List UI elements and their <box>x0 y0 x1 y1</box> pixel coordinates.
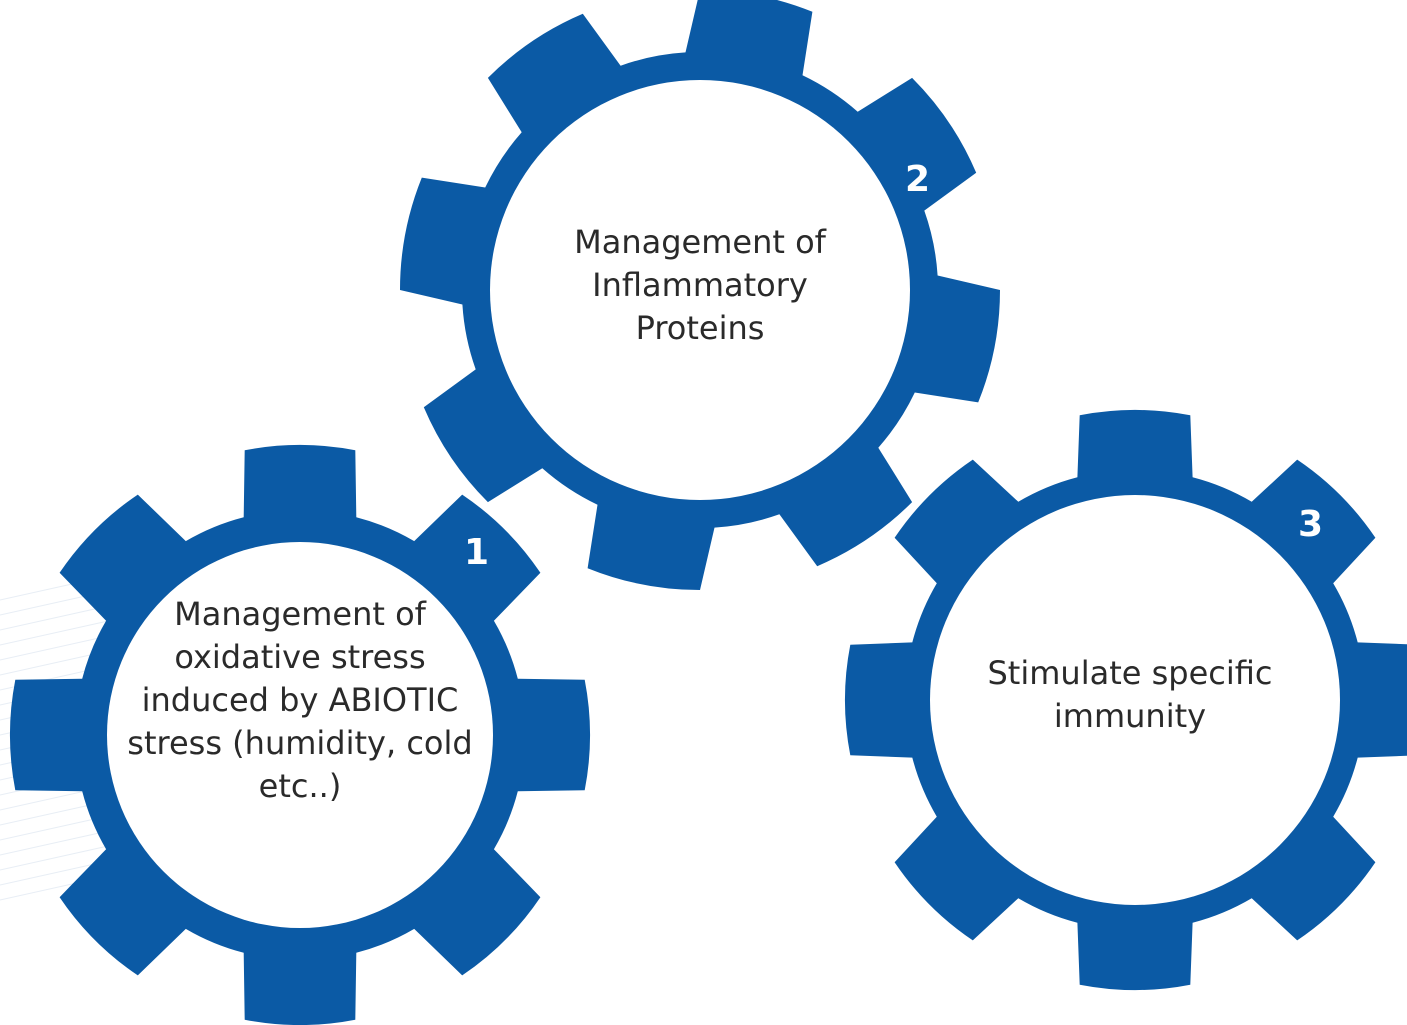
gear-1-inner-circle <box>107 542 493 928</box>
gear-1-label: Management of oxidative stress induced b… <box>127 594 473 805</box>
gear-1 <box>9 444 591 1025</box>
gear-2-label: Management of Inflammatory Proteins <box>574 222 826 347</box>
gear-1-number: 1 <box>464 532 490 573</box>
gear-2 <box>399 0 1001 591</box>
gear-2-number: 2 <box>905 159 931 200</box>
gear-2-inner-circle <box>490 80 910 500</box>
gear-3 <box>844 409 1407 991</box>
gear-3-label: Stimulate specific immunity <box>987 654 1273 735</box>
gear-3-number: 3 <box>1298 504 1324 545</box>
gear-3-inner-circle <box>930 495 1340 905</box>
